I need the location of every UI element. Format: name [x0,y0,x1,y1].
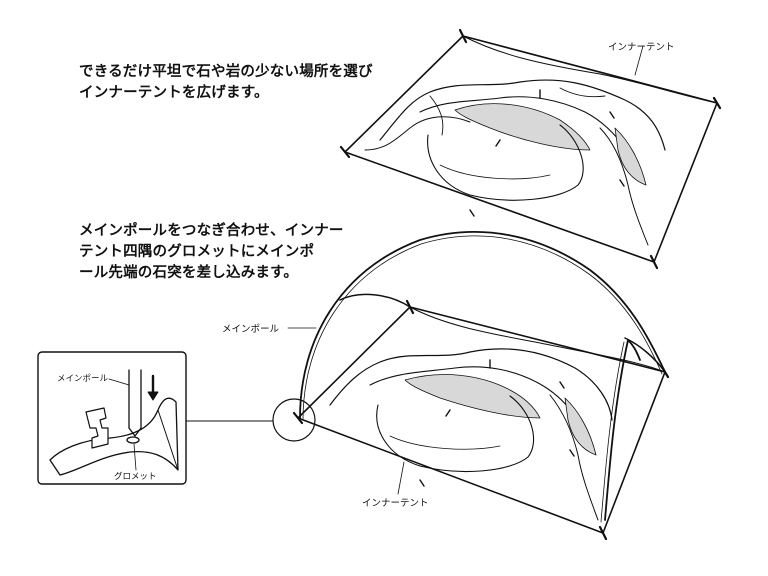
grommet-detail-inset [37,351,187,485]
label-main-pole: メインポール [222,324,280,335]
step2-line3: ール先端の石突を差し込みます。 [79,265,299,281]
step2-instruction: メインポールをつなぎ合わせ、インナー テント四隅のグロメットにメインポ ール先端… [79,221,344,284]
step1-instruction: できるだけ平坦で石や岩の少ない場所を選び インナーテントを広げます。 [79,62,373,104]
label-inner-tent-top: インナーテント [608,42,675,53]
inner-tent-bottom-leader [397,461,405,495]
label-inner-tent-bottom: インナーテント [362,498,429,509]
label-inset-main-pole: メインポール [57,374,109,384]
step1-line1: できるだけ平坦で石や岩の少ない場所を選び [79,64,373,80]
step2-line2: テント四隅のグロメットにメインポ [79,244,315,260]
inner-tent-flat-illustration [339,28,722,270]
step2-line1: メインポールをつなぎ合わせ、インナー [79,223,344,239]
label-grommet: グロメット [114,472,157,482]
step1-line2: インナーテントを広げます。 [79,85,269,101]
inner-tent-with-poles-illustration [292,231,670,541]
inner-tent-top-leader [634,45,644,76]
detail-highlight-circle [272,398,316,442]
